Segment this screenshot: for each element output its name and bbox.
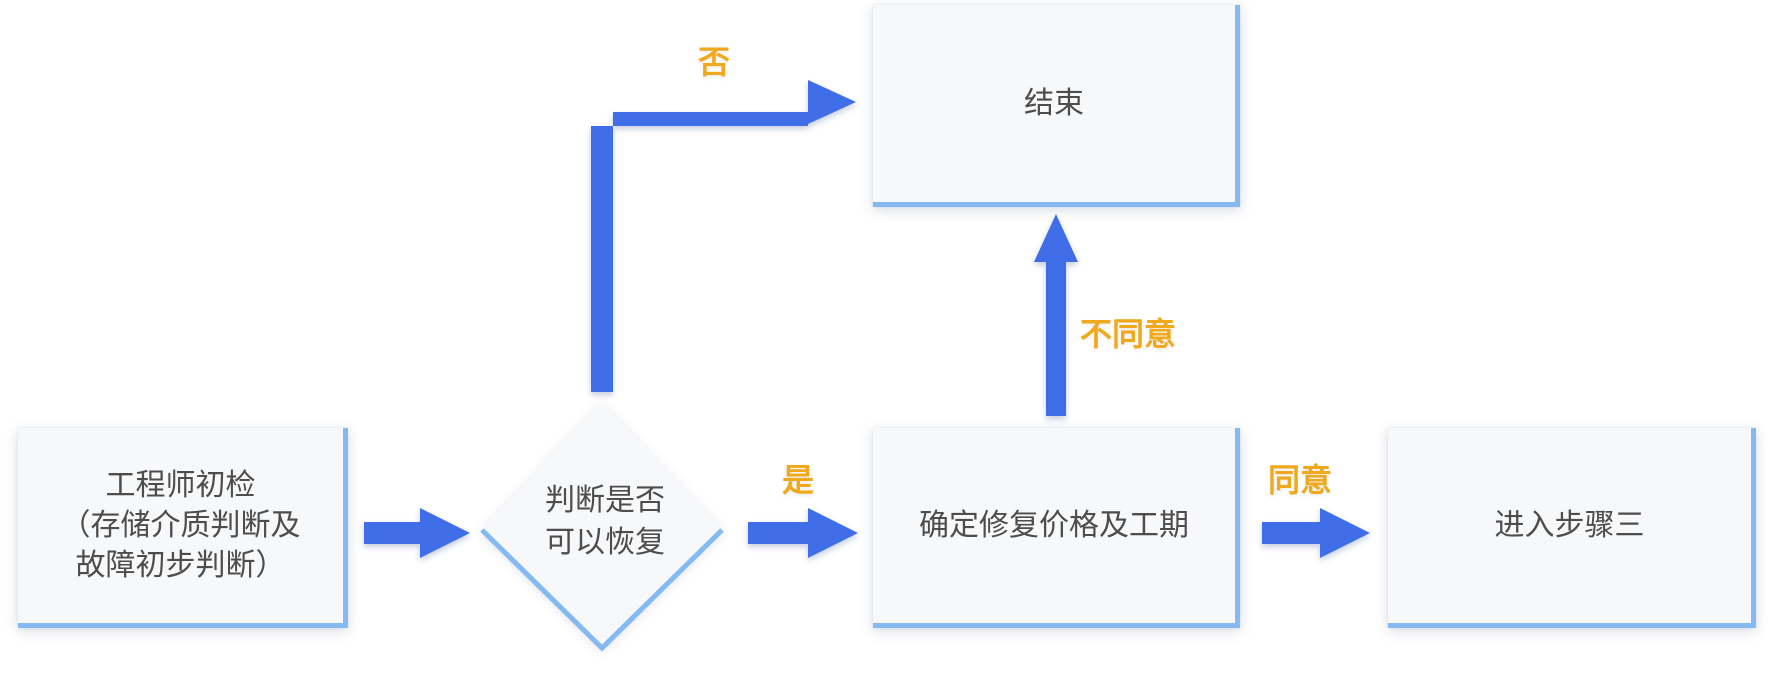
arrow-decision-to-end: [591, 80, 856, 392]
arrow-price-to-step3: [1262, 508, 1370, 558]
edge-label-disagree: 不同意: [1080, 315, 1177, 353]
edge-label-no: 否: [698, 43, 731, 81]
node-step-three-label: 进入步骤三: [1494, 507, 1645, 543]
node-engineer-inspection: 工程师初检 （存储介质判断及 故障初步判断）: [18, 428, 348, 628]
node-end: 结束: [873, 5, 1240, 207]
arrow-price-to-end: [1034, 214, 1078, 416]
node-price-and-duration: 确定修复价格及工期: [873, 428, 1240, 628]
arrow-inspect-to-decision: [364, 508, 470, 558]
edge-label-yes: 是: [782, 461, 815, 499]
node-step-three: 进入步骤三: [1388, 428, 1756, 628]
node-price-and-duration-label: 确定修复价格及工期: [919, 507, 1189, 543]
node-engineer-inspection-label: 工程师初检 （存储介质判断及 故障初步判断）: [60, 467, 301, 583]
edge-label-agree: 同意: [1268, 461, 1333, 499]
node-end-label: 结束: [1024, 85, 1084, 121]
node-decision-label: 判断是否 可以恢复: [545, 483, 665, 560]
arrow-decision-to-price: [748, 508, 858, 558]
